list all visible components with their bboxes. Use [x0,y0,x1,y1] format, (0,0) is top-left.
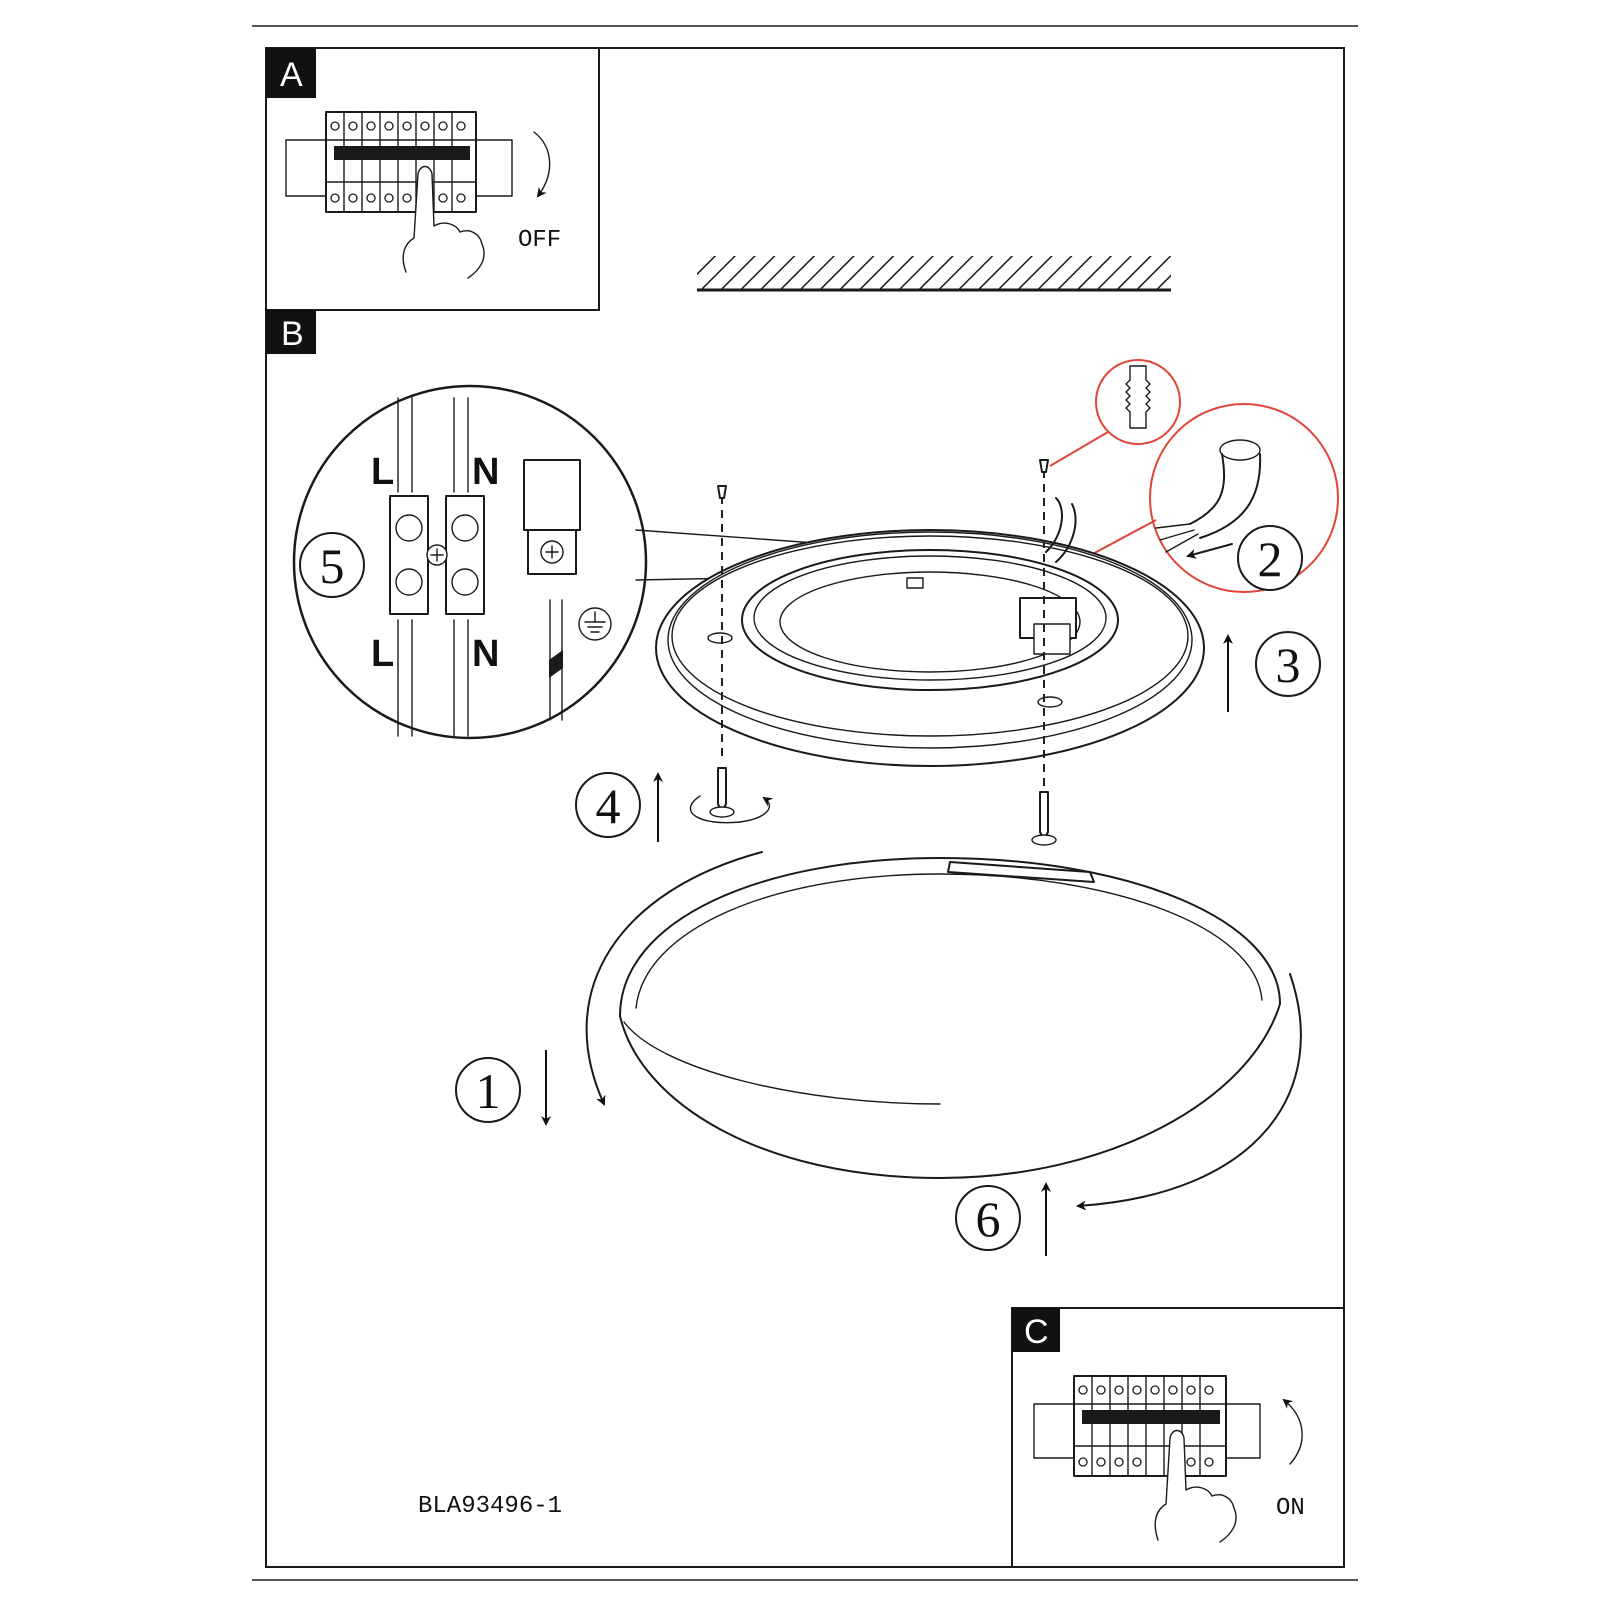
earth-connector [523,459,581,575]
step-5-label: 5 [320,538,345,594]
screw-icon [1039,459,1049,473]
mounting-base [655,497,1205,767]
terminal-block-icon [1019,597,1077,655]
switch-up-arrow [1282,1398,1303,1465]
wire-label-n-top: N [472,451,499,493]
wall-plug-icon [1125,365,1151,429]
twist-on-arrow [1076,973,1302,1211]
panel-a-tag-label: A [280,56,303,94]
screw-icon [709,767,735,818]
screw-icon [717,485,727,499]
step-4-badge [575,772,641,838]
step-1-badge [455,1057,521,1123]
panel-c-tag-label: C [1024,1313,1049,1351]
panel-c: C [1011,1307,1345,1568]
wire-label-n-bottom: N [472,633,499,675]
outer-frame [265,47,1345,1568]
circuit-breaker-icon [285,111,513,213]
panel-c-tag [1012,1308,1060,1352]
step-6-badge [955,1185,1021,1251]
terminal-block-icon [389,495,485,615]
panel-a: A [265,47,600,311]
panel-a-tag [266,48,316,98]
screw-icon [1031,791,1057,846]
step-1-label: 1 [476,1063,501,1119]
step-3-label: 3 [1276,637,1301,693]
diffuser-shade [619,857,1281,1179]
model-code: BLA93496-1 [418,1493,562,1520]
hand-icon [1154,1429,1237,1543]
step-5-badge [299,532,365,598]
step-4-label: 4 [596,778,621,834]
switch-on-label: ON [1276,1495,1305,1522]
screw-guide-lines [721,470,1045,790]
cable-callout: 2 [1047,403,1339,593]
switch-down-arrow [533,131,551,198]
hand-icon [402,165,485,279]
step-6-label: 6 [976,1191,1001,1247]
wire-label-l-bottom: L [371,633,394,675]
wiring-detail: L N L N 5 [292,384,1051,740]
wall-plug-callout [1049,359,1181,467]
wire-label-l-top: L [371,451,394,493]
switch-off-label: OFF [518,227,561,254]
step-2-label: 2 [1258,531,1283,587]
strip-wire-arrow [1186,543,1233,559]
ceiling-hatch [697,256,1171,290]
earth-ground-icon [578,607,612,641]
rotate-screw-arrow [689,795,774,824]
twist-off-arrow [585,851,763,1106]
step-2-badge [1237,525,1303,591]
panel-b-tag [266,310,316,354]
circuit-breaker-icon [1033,1375,1261,1477]
panel-b-tag-label: B [281,315,304,353]
step-3-badge [1255,631,1321,697]
